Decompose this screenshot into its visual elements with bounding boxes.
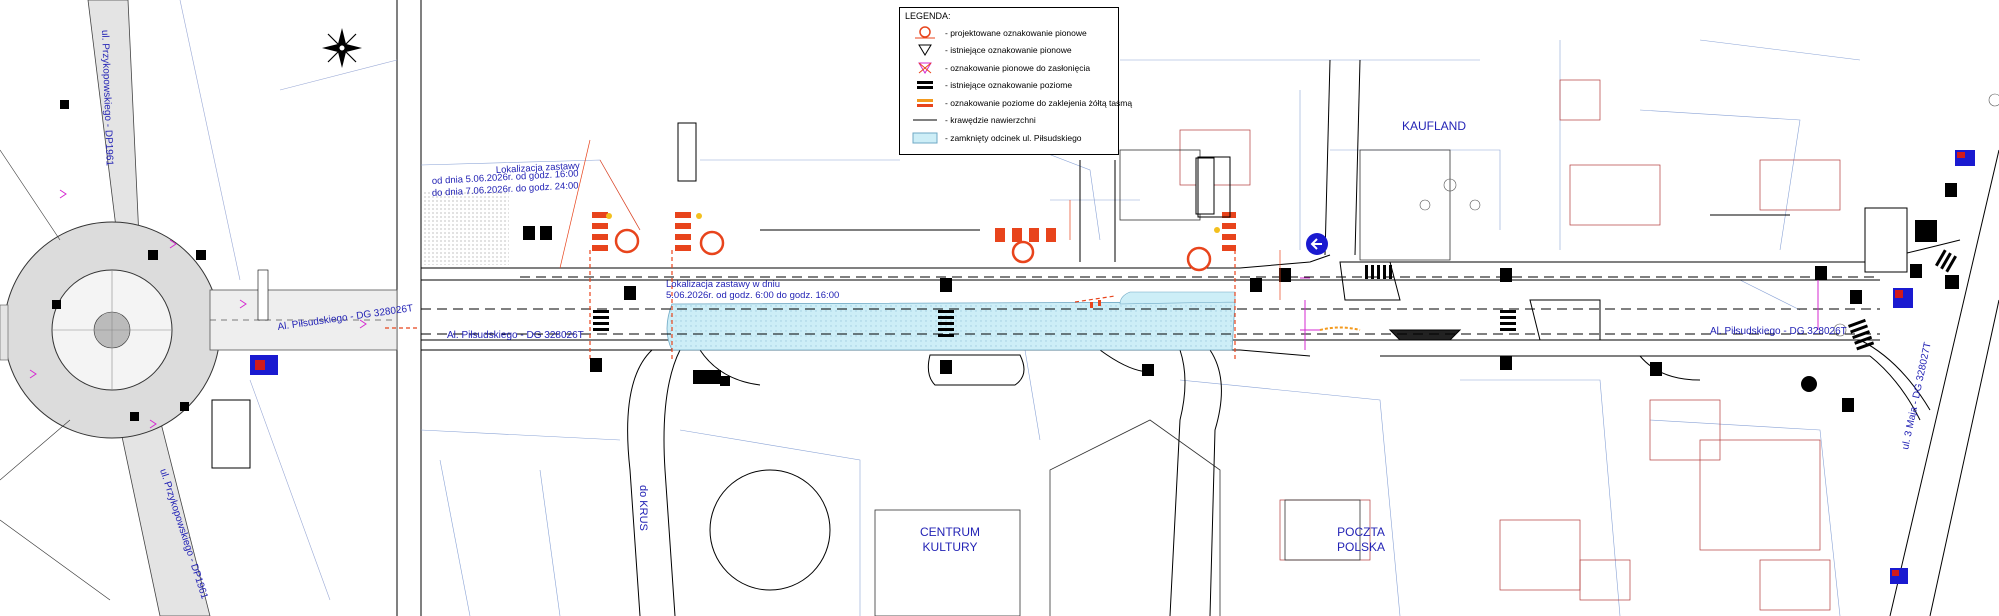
right-vertical-label: ul. 3 Maja - DG 328027T [1900, 341, 1934, 450]
street-label-right: Al. Piłsudskiego - DG 328026T [1710, 326, 1847, 337]
zastawa2-line1: Lokalizacja zastawy w dniu [666, 279, 780, 290]
existing-signs [523, 183, 1959, 412]
legend-text: - oznakowanie poziome do zaklejenia żółt… [945, 97, 1133, 108]
legend-text: - istniejące oznakowanie poziome [945, 80, 1073, 91]
street-label-left: Al. Piłsudskiego - DG 328026T [447, 330, 584, 341]
legend-text: - istniejące oznakowanie pionowe [945, 45, 1072, 56]
legend-item-closed-section: - zamknięty odcinek ul. Piłsudskiego [905, 129, 1113, 147]
krus-label: do KRUS [637, 485, 649, 531]
legend-box: LEGENDA: - projektowane oznakowanie pion… [899, 7, 1132, 155]
legend-item-existing-horizontal: - istniejące oznakowanie poziome [905, 77, 1113, 95]
legend-item-projected-vertical: - projektowane oznakowanie pionowe [905, 24, 1113, 42]
zastawa1-line1: Lokalizacja zastawy [496, 161, 581, 176]
left-panel [0, 0, 422, 616]
north-arrow-icon [322, 28, 362, 68]
przykopowa-label-top: ul. Przykopowskiego - DP1961 [99, 30, 115, 167]
barrier-group-4 [1186, 212, 1236, 272]
barrier-group-1 [592, 212, 640, 254]
legend-text: - zamknięty odcinek ul. Piłsudskiego [945, 132, 1082, 143]
main-plan [420, 39, 1999, 616]
barrier-group-2 [675, 212, 725, 256]
barrier-group-3 [995, 228, 1056, 264]
kaufland-label: KAUFLAND [1402, 119, 1466, 133]
poczta-line2: POLSKA [1337, 540, 1385, 554]
legend-title: LEGENDA: [905, 11, 951, 21]
legend-text: - oznakowanie pionowe do zasłonięcia [945, 62, 1091, 73]
poczta-line1: POCZTA [1337, 525, 1385, 539]
zastawa2-line2: 5.06.2026r. od godz. 6:00 do godz. 16:00 [666, 290, 839, 301]
legend-text: - projektowane oznakowanie pionowe [945, 27, 1087, 38]
legend-item-cover-vertical: - oznakowanie pionowe do zasłonięcia [905, 59, 1113, 77]
centrum-line1: CENTRUM [920, 525, 980, 539]
legend-text: - krawędzie nawierzchni [945, 115, 1036, 126]
legend-item-tape-horizontal: - oznakowanie poziome do zaklejenia żółt… [905, 94, 1132, 112]
centrum-line2: KULTURY [923, 540, 978, 554]
legend-item-road-edge: - krawędzie nawierzchni [905, 112, 1113, 130]
legend-item-existing-vertical: - istniejące oznakowanie pionowe [905, 42, 1113, 60]
